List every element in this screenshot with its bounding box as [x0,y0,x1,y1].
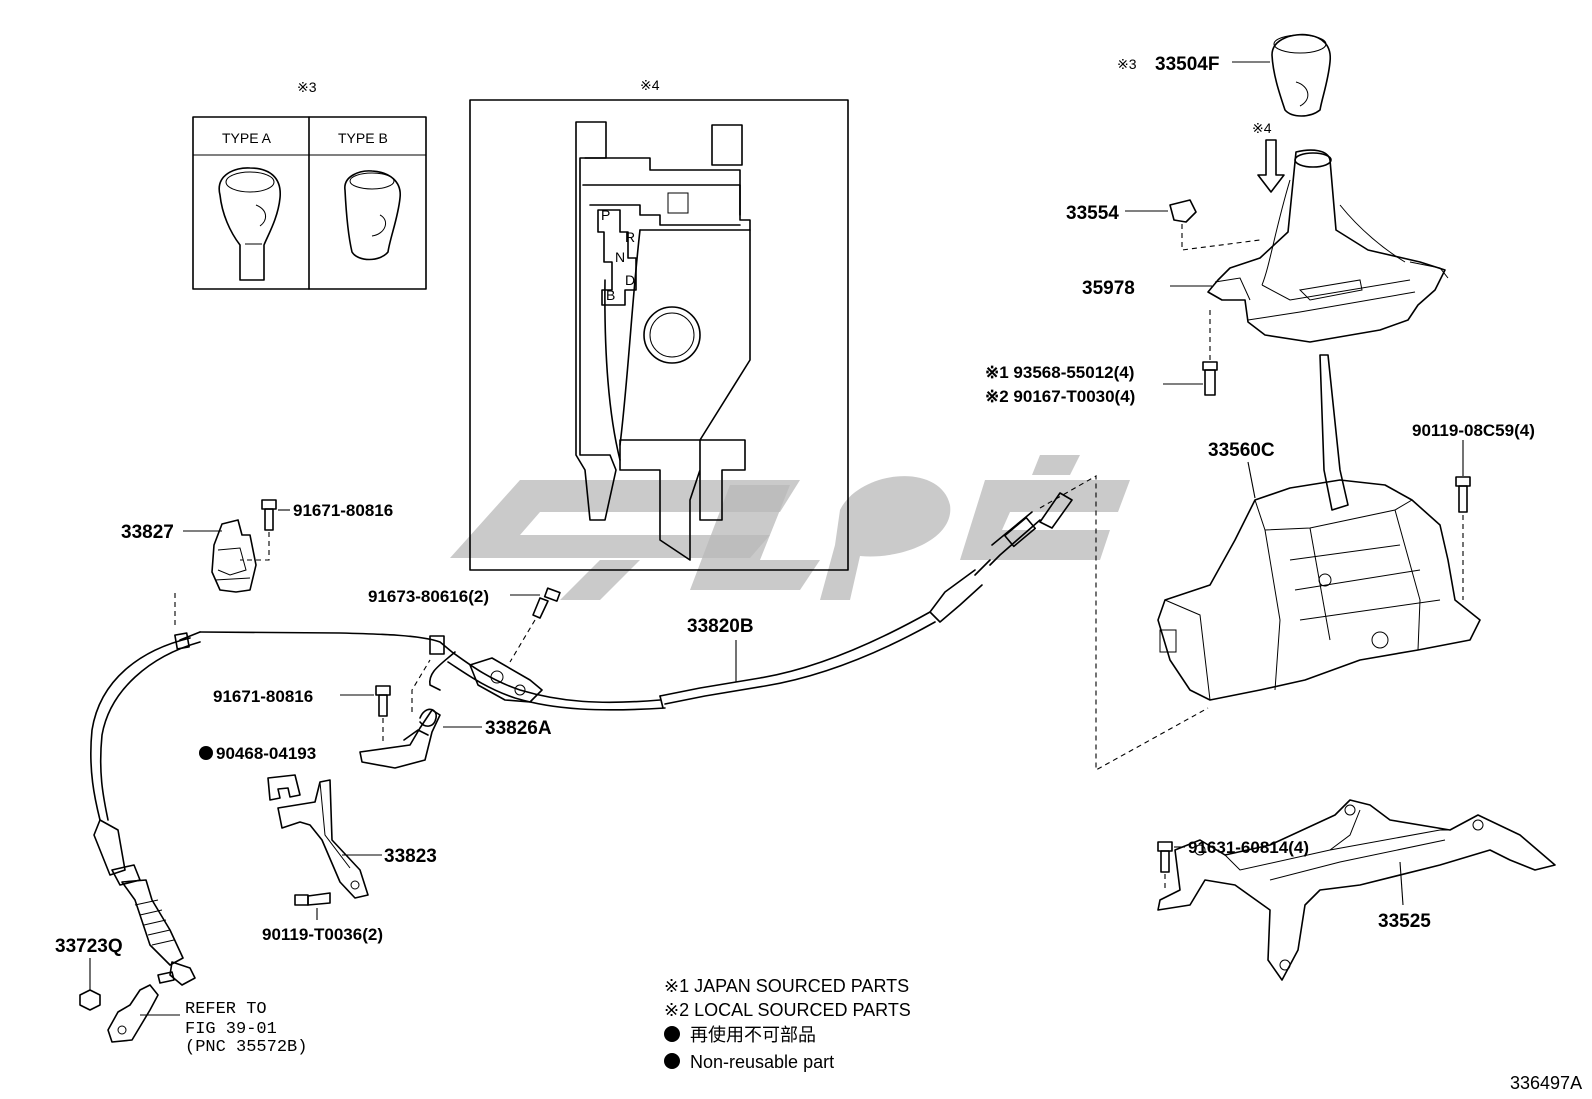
bolt-91673: 91673-80616(2) [368,587,561,663]
bolt-91671-lower: 91671-80816 [213,685,391,745]
label-33827: 33827 [121,522,174,543]
refer-line-3: (PNC 35572B) [185,1038,307,1057]
gate-letter-r: R [625,229,635,245]
legend-dot-2 [664,1053,680,1069]
nut-33723Q: 33723Q [55,936,180,1043]
ref3-callout: ※3 [297,79,317,95]
label-33560C: 33560C [1208,440,1275,461]
label-bolt-2: ※2 90167-T0030(4) [985,387,1135,406]
shift-lever-33560C: 33560C [1157,354,1481,701]
label-91673: 91673-80616(2) [368,587,489,606]
label-91671-lower: 91671-80816 [213,687,313,706]
bolt-90119-T0036: 90119-T0036(2) [262,892,383,944]
label-91671-upper: 91671-80816 [293,501,393,520]
bolt-91671-upper: 91671-80816 [240,499,393,561]
non-reusable-dot [199,746,213,760]
refer-line-2: FIG 39-01 [185,1020,277,1039]
knob-type-box: ※3 TYPE A TYPE B [192,79,427,290]
label-33823: 33823 [384,846,437,867]
knob-type-b [344,170,401,261]
label-35978: 35978 [1082,278,1135,299]
watermark-logo [450,455,1130,600]
legend-non-reusable-en: Non-reusable part [690,1052,834,1072]
retainer-plate [469,657,543,703]
legend-japan: ※1 JAPAN SOURCED PARTS [664,976,909,996]
label-33554: 33554 [1066,203,1119,224]
legend-local: ※2 LOCAL SOURCED PARTS [664,1000,911,1020]
ref4-arrow: ※4 [1252,120,1285,193]
bolt-91631: 91631-60814(4) [1157,838,1309,888]
gate-letter-d: D [625,272,635,288]
shift-knob-33504F: ※3 33504F [1117,33,1332,117]
figure-id: 336497A [1510,1073,1582,1093]
gate-plate-box: ※4 P R N D B [469,77,849,571]
bracket-33827: 33827 [121,519,257,625]
legend-non-reusable-jp: 再使用不可部品 [690,1025,816,1045]
gate-letter-n: N [615,249,625,265]
label-33504F: 33504F [1155,54,1219,75]
clip-33554: 33554 [1066,199,1261,251]
knob-type-a [218,167,281,281]
label-bolt-1: ※1 93568-55012(4) [985,363,1134,382]
label-33820B: 33820B [687,616,754,637]
bolt-93568: ※1 93568-55012(4) ※2 90167-T0030(4) [985,310,1218,406]
bracket-33525: 33525 [1157,799,1556,981]
cable-to-lever-dash [1039,475,1209,771]
bracket-33826A: 33826A [359,659,552,769]
refer-line-1: REFER TO [185,1000,267,1019]
label-90119-08C59: 90119-08C59(4) [1412,421,1535,440]
legend-dot-1 [664,1026,680,1042]
label-33525: 33525 [1378,911,1431,932]
bolt-90119-08C59: 90119-08C59(4) [1412,421,1535,600]
33504F-ref: ※3 [1117,56,1137,72]
bracket-33823: 33823 [277,779,437,899]
cable-33820B: 33820B [90,492,1073,986]
ref4-callout: ※4 [640,77,660,93]
gate-letter-p: P [601,207,610,223]
refer-note: REFER TO FIG 39-01 (PNC 35572B) [185,1000,307,1057]
clip-90468: 90468-04193 [199,744,316,801]
shift-boot-35978: 35978 [1082,149,1449,343]
gate-letter-b: B [606,287,615,303]
label-90468: 90468-04193 [216,744,316,763]
type-b-label: TYPE B [338,130,388,146]
label-33826A: 33826A [485,718,552,739]
legend: ※1 JAPAN SOURCED PARTS ※2 LOCAL SOURCED … [664,976,911,1072]
ref4-arrow-callout: ※4 [1252,120,1272,136]
label-91631: 91631-60814(4) [1188,838,1309,857]
label-33723Q: 33723Q [55,936,123,957]
type-a-label: TYPE A [222,130,272,146]
label-90119-T0036: 90119-T0036(2) [262,925,383,944]
